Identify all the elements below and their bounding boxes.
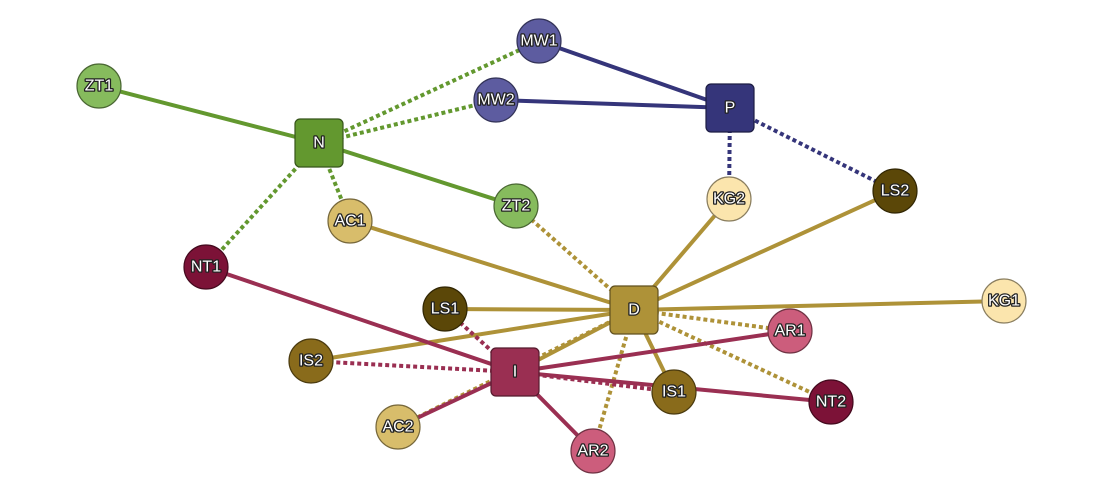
node-d[interactable]: D (609, 285, 659, 335)
node-circle-shape (981, 278, 1027, 324)
edge-i-is2 (310, 359, 516, 374)
node-is1[interactable]: IS1 (651, 369, 697, 415)
node-ar2[interactable]: AR2 (570, 428, 616, 474)
node-label: IS2 (299, 353, 323, 370)
edge-n-mw2 (318, 98, 497, 145)
node-circle-shape (516, 18, 562, 64)
node-label: AC2 (382, 419, 413, 436)
node-circle-shape (872, 168, 918, 214)
node-zt2[interactable]: ZT2 (493, 183, 539, 229)
node-label: N (313, 135, 325, 152)
node-circle-shape (570, 428, 616, 474)
node-label: KG2 (713, 191, 745, 208)
node-label: AC1 (334, 213, 365, 230)
edge-d-kg1 (633, 299, 1005, 312)
node-circle-shape (76, 63, 122, 109)
node-i[interactable]: I (490, 347, 540, 397)
edge-i-is1 (514, 370, 675, 394)
node-n[interactable]: N (294, 118, 344, 168)
edge-p-mw2 (495, 98, 731, 110)
node-square-shape (294, 118, 344, 168)
edge-d-ac1 (349, 219, 635, 312)
node-square-shape (609, 285, 659, 335)
node-ls1[interactable]: LS1 (422, 286, 468, 332)
node-circle-shape (327, 198, 373, 244)
node-mw1[interactable]: MW1 (516, 18, 562, 64)
node-label: LS1 (431, 301, 460, 318)
node-ls2[interactable]: LS2 (872, 168, 918, 214)
node-circle-shape (651, 369, 697, 415)
node-label: LS2 (881, 183, 910, 200)
node-kg1[interactable]: KG1 (981, 278, 1027, 324)
node-label: AR1 (774, 323, 805, 340)
edge-n-zt1 (98, 84, 320, 145)
node-circle-shape (473, 77, 519, 123)
node-square-shape (705, 83, 755, 133)
node-circle-shape (767, 308, 813, 354)
node-label: KG1 (988, 293, 1020, 310)
edge-i-nt1 (205, 265, 516, 374)
node-nt1[interactable]: NT1 (183, 244, 229, 290)
node-label: NT2 (816, 394, 846, 411)
node-label: ZT1 (85, 78, 114, 95)
node-circle-shape (183, 244, 229, 290)
edge-n-mw1 (318, 39, 540, 145)
edge-d-ls1 (444, 307, 635, 312)
node-label: NT1 (191, 259, 221, 276)
node-square-shape (490, 347, 540, 397)
node-label: AR2 (577, 443, 608, 460)
node-p[interactable]: P (705, 83, 755, 133)
node-circle-shape (706, 176, 752, 222)
edges-layer (98, 39, 1005, 453)
edge-p-mw1 (538, 39, 731, 110)
node-label: P (725, 100, 736, 117)
node-label: MW1 (520, 33, 557, 50)
node-circle-shape (422, 286, 468, 332)
node-label: D (628, 302, 640, 319)
edge-p-ls2 (729, 106, 896, 193)
node-circle-shape (808, 379, 854, 425)
node-ac1[interactable]: AC1 (327, 198, 373, 244)
node-is2[interactable]: IS2 (288, 338, 334, 384)
node-circle-shape (375, 404, 421, 450)
edge-d-ar1 (633, 308, 791, 333)
node-label: I (513, 364, 517, 381)
node-label: MW2 (477, 92, 514, 109)
node-zt1[interactable]: ZT1 (76, 63, 122, 109)
edge-n-zt2 (318, 141, 517, 208)
node-ac2[interactable]: AC2 (375, 404, 421, 450)
node-ar1[interactable]: AR1 (767, 308, 813, 354)
node-nt2[interactable]: NT2 (808, 379, 854, 425)
edge-d-nt2 (633, 308, 832, 404)
edge-d-ls2 (633, 189, 896, 312)
edge-d-zt2 (514, 204, 636, 312)
node-kg2[interactable]: KG2 (706, 176, 752, 222)
node-label: ZT2 (502, 198, 531, 215)
edge-i-ar1 (514, 329, 791, 374)
node-circle-shape (493, 183, 539, 229)
node-label: IS1 (662, 384, 686, 401)
node-mw2[interactable]: MW2 (473, 77, 519, 123)
node-circle-shape (288, 338, 334, 384)
